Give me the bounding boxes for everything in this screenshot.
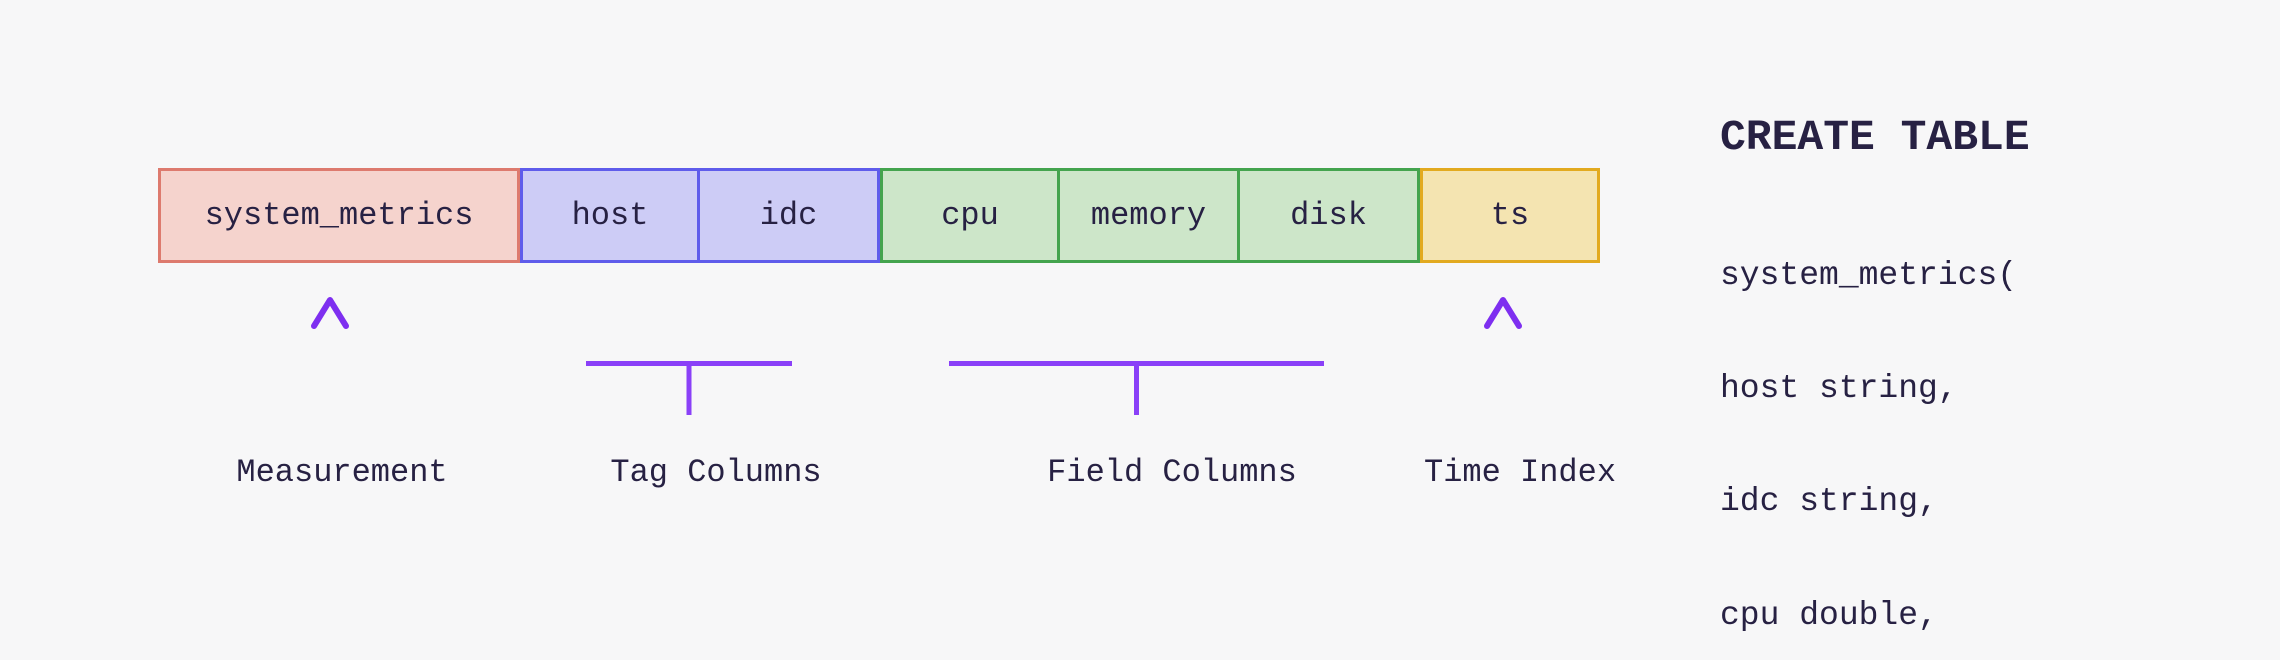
- up-arrow-icon: [1484, 297, 1522, 416]
- up-arrow-icon: [311, 297, 349, 416]
- sql-code-block: system_metrics( host string, idc string,…: [1720, 181, 2195, 660]
- sql-create-table-title: CREATE TABLE: [1720, 113, 2030, 162]
- field-columns-label: Field Columns: [1047, 454, 1297, 491]
- sql-line: host string,: [1720, 369, 1958, 407]
- time-index-label: Time Index: [1423, 454, 1617, 491]
- segment-field-memory: memory: [1057, 168, 1240, 263]
- tag-columns-label: Tag Columns: [610, 454, 822, 491]
- segment-measurement-system-metrics: system_metrics: [158, 168, 520, 263]
- segment-label: memory: [1090, 197, 1207, 234]
- segment-label: system_metrics: [204, 197, 474, 234]
- segment-label: disk: [1290, 197, 1367, 234]
- measurement-label: Measurement: [236, 454, 448, 491]
- segment-label: ts: [1490, 197, 1530, 234]
- segment-label: idc: [759, 197, 818, 234]
- sql-line: cpu double,: [1720, 596, 1938, 634]
- sql-line: system_metrics(: [1720, 256, 2018, 294]
- bracket-icon: [585, 299, 793, 415]
- segment-field-cpu: cpu: [880, 168, 1060, 263]
- segment-label: host: [571, 197, 649, 234]
- segment-field-disk: disk: [1237, 168, 1420, 263]
- segment-time-ts: ts: [1420, 168, 1600, 263]
- bracket-icon: [948, 299, 1325, 415]
- segment-label: cpu: [941, 197, 999, 234]
- sql-line: idc string,: [1720, 483, 1938, 521]
- segment-tag-host: host: [520, 168, 700, 263]
- segment-tag-idc: idc: [697, 168, 880, 263]
